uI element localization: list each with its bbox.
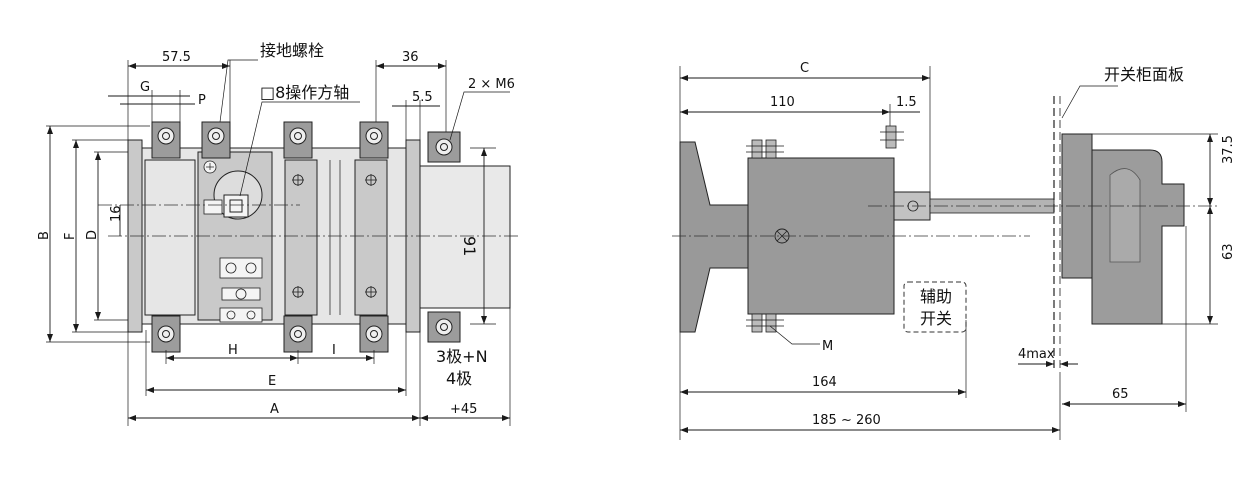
dim-16: 16 <box>109 205 124 222</box>
dim-37-5: 37.5 <box>1221 135 1236 164</box>
pole-1 <box>144 159 196 316</box>
dim-2xm6: 2 × M6 <box>468 77 515 92</box>
m6-leader <box>449 91 510 141</box>
neutral-pole-block <box>419 165 511 309</box>
ground-bolt-leader <box>219 59 258 123</box>
square-shaft-leader <box>239 101 360 197</box>
dim-plus45: +45 <box>450 402 477 417</box>
dim-g: G <box>140 80 150 95</box>
m-leader <box>769 325 820 345</box>
dim-63: 63 <box>1221 243 1236 260</box>
bottom-terminals <box>151 315 389 353</box>
panel-leader <box>1061 85 1118 119</box>
front-view: 57.5 36 5.5 2 × M6 G P 接地螺栓 □8操作方轴 B F D… <box>37 41 520 426</box>
dim-b: B <box>37 231 52 240</box>
dim-57-5: 57.5 <box>162 50 191 65</box>
dim-185-260: 185 ~ 260 <box>812 413 881 428</box>
dim-1-5: 1.5 <box>896 95 917 110</box>
ground-bolt-note: 接地螺栓 <box>260 41 324 60</box>
top-terminals <box>151 121 389 159</box>
square-shaft-note: □8操作方轴 <box>260 83 349 102</box>
dim-5-5: 5.5 <box>412 90 433 105</box>
aux-note-1: 辅助 <box>920 287 952 306</box>
dim-c: C <box>800 61 809 76</box>
aux-switch-box <box>903 281 967 333</box>
dim-p: P <box>198 93 206 108</box>
dim-a: A <box>270 402 279 417</box>
pole-3n-note: 3极+N <box>436 347 488 366</box>
dim-65: 65 <box>1112 387 1129 402</box>
aux-note-2: 开关 <box>920 309 952 328</box>
dim-36: 36 <box>402 50 419 65</box>
dim-d: D <box>85 230 100 240</box>
dim-f: F <box>63 233 78 240</box>
dim-164: 164 <box>812 375 837 390</box>
dim-i: I <box>332 343 336 358</box>
dim-91: 91 <box>460 236 479 256</box>
dim-e: E <box>268 374 276 389</box>
panel-note: 开关柜面板 <box>1104 65 1184 84</box>
dim-4max: 4max <box>1018 347 1055 362</box>
operating-handle <box>679 141 749 333</box>
dim-m: M <box>822 339 833 354</box>
dim-110: 110 <box>770 95 795 110</box>
dim-h: H <box>228 343 238 358</box>
side-view: C 110 1.5 开关柜面板 辅助 开关 M 164 185 ~ 260 65… <box>672 61 1236 440</box>
pole-4-note: 4极 <box>446 369 472 388</box>
pole-2 <box>284 159 318 316</box>
square-shaft <box>223 194 249 218</box>
